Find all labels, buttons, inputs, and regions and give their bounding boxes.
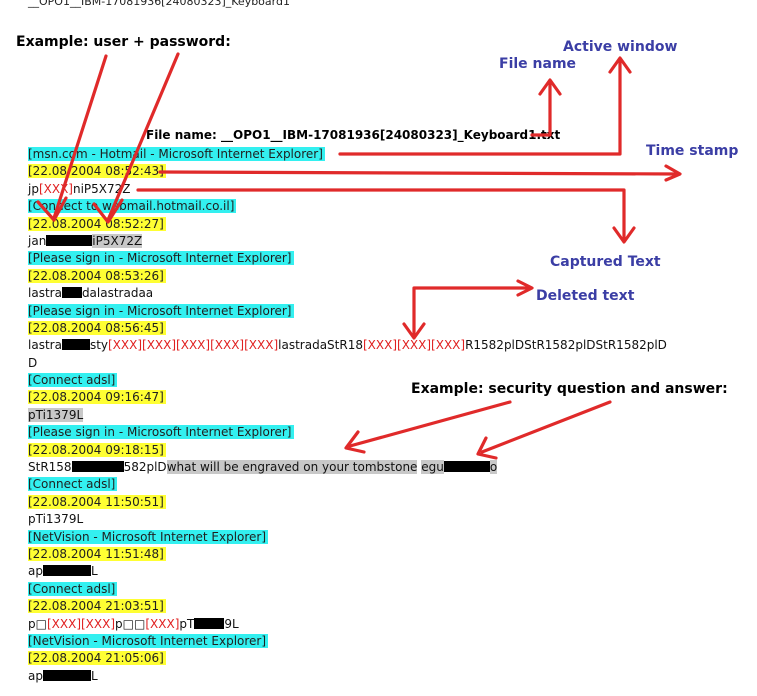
- captured-text-line: D: [28, 355, 38, 370]
- active-window-label: Active window: [563, 39, 678, 55]
- file-name-label: File name: [499, 56, 577, 72]
- example-security-qa-label: Example: security question and answer:: [411, 381, 728, 397]
- arrow-security-question-head: [344, 430, 366, 454]
- active-window-entry: [Connect adsl]: [28, 581, 118, 596]
- unknown-glyph-icon: □□: [122, 616, 146, 631]
- timestamp-entry: [22.08.2004 08:56:45]: [28, 320, 166, 335]
- arrow-captured-text: [136, 188, 626, 242]
- arrow-deleted-text-head: [516, 279, 534, 297]
- arrow-file-name: [530, 80, 552, 137]
- arrow-security-question: [348, 400, 512, 448]
- arrow-active-window-head: [608, 56, 632, 74]
- unknown-glyph-icon: □: [35, 616, 47, 631]
- timestamp-entry: [22.08.2004 08:52:27]: [28, 216, 166, 231]
- timestamp-entry: [22.08.2004 11:51:48]: [28, 546, 166, 561]
- arrow-password: [106, 52, 180, 222]
- timestamp-entry: [22.08.2004 09:18:15]: [28, 442, 166, 457]
- arrow-active-window: [338, 58, 622, 156]
- active-window-entry: [NetVision - Microsoft Internet Explorer…: [28, 529, 269, 544]
- example-user-password-label: Example: user + password:: [16, 34, 231, 50]
- deleted-marker: [XXX][XXX]: [46, 616, 116, 631]
- captured-text-line: pTi1379L: [28, 407, 84, 422]
- timestamp-entry: [22.08.2004 11:50:51]: [28, 494, 166, 509]
- arrow-time-stamp-head: [664, 164, 682, 182]
- arrow-security-answer: [480, 400, 612, 454]
- active-window-entry: [Connect adsl]: [28, 373, 118, 388]
- redaction-bar: [443, 461, 490, 473]
- timestamp-entry: [22.08.2004 08:53:26]: [28, 268, 166, 283]
- arrow-file-name-head: [538, 78, 562, 96]
- timestamp-entry: [22.08.2004 21:05:06]: [28, 651, 166, 666]
- redaction-bar: [61, 339, 90, 351]
- redaction-bar: [61, 287, 82, 299]
- deleted-marker: [XXX][XXX][XXX][XXX][XXX]: [108, 338, 279, 353]
- active-window-entry: [Please sign in - Microsoft Internet Exp…: [28, 303, 294, 318]
- log-file-name: File name: __OPO1__IBM-17081936[24080323…: [146, 128, 561, 142]
- redaction-bar: [42, 565, 91, 577]
- active-window-entry: [Please sign in - Microsoft Internet Exp…: [28, 251, 294, 266]
- captured-text-line: pTi1379L: [28, 512, 84, 527]
- arrow-user-head: [36, 196, 68, 222]
- time-stamp-label: Time stamp: [646, 143, 739, 159]
- arrow-captured-text-head: [612, 226, 636, 244]
- arrow-deleted-text-tip: [402, 322, 426, 340]
- timestamp-entry: [22.08.2004 21:03:51]: [28, 599, 166, 614]
- arrow-password-head: [92, 198, 124, 224]
- redaction-bar: [42, 669, 91, 681]
- captured-text-label: Captured Text: [550, 254, 661, 270]
- arrow-user: [52, 54, 108, 220]
- active-window-entry: [Connect to webmail.hotmail.co.il]: [28, 199, 237, 214]
- deleted-marker: [XXX]: [145, 616, 180, 631]
- arrow-security-answer-head: [476, 436, 498, 460]
- active-window-entry: [Please sign in - Microsoft Internet Exp…: [28, 425, 294, 440]
- active-window-entry: [NetVision - Microsoft Internet Explorer…: [28, 633, 269, 648]
- redaction-bar: [71, 461, 124, 473]
- arrow-time-stamp: [158, 170, 680, 176]
- security-question-text: what will be engraved on your tombstone: [166, 460, 418, 475]
- arrow-deleted-text: [412, 286, 532, 336]
- deleted-marker: [XXX][XXX][XXX]: [362, 338, 466, 353]
- active-window-entry: [Connect adsl]: [28, 477, 118, 492]
- redaction-bar: [46, 234, 93, 246]
- deleted-text-label: Deleted text: [536, 288, 635, 304]
- keylog-content: [msn.com - Hotmail - Microsoft Internet …: [28, 146, 667, 685]
- redaction-bar: [194, 617, 225, 629]
- document-title: __OPO1__IBM-17081936[24080323]_Keyboard1: [28, 0, 290, 8]
- active-window-entry: [msn.com - Hotmail - Microsoft Internet …: [28, 147, 325, 161]
- timestamp-entry: [22.08.2004 09:16:47]: [28, 390, 166, 405]
